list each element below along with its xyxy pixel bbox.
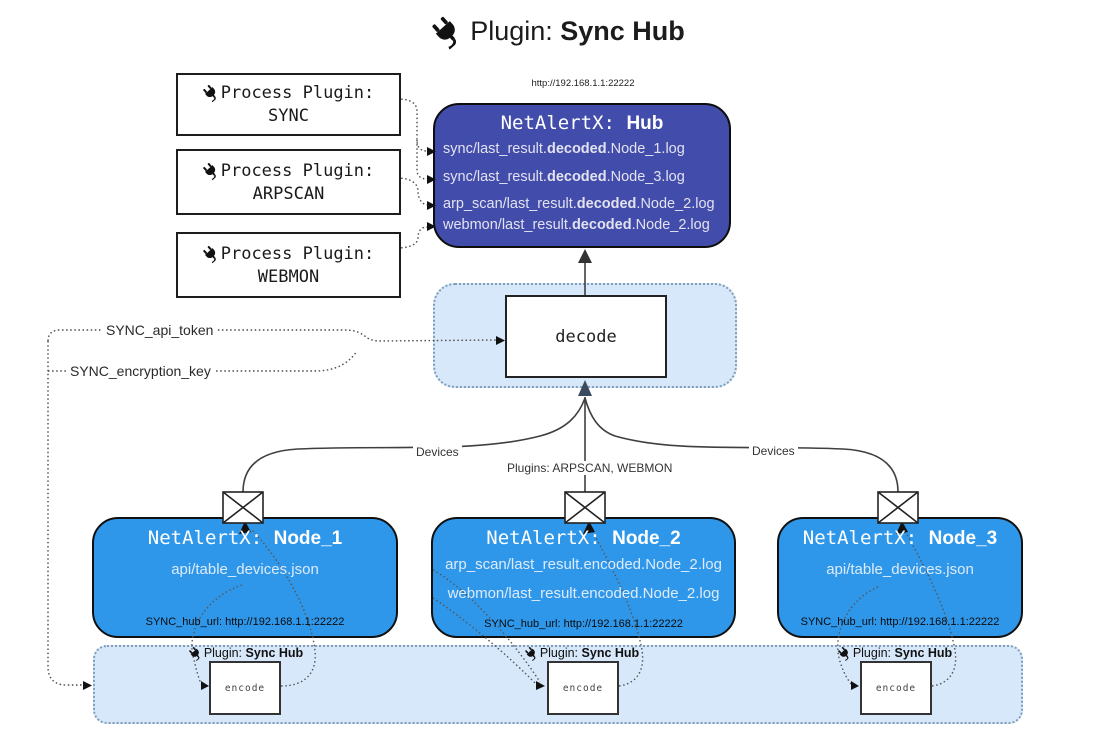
node1-box	[92, 517, 398, 638]
encode-label: encode	[875, 682, 917, 694]
page-title: Plugin: Sync Hub	[0, 16, 1117, 47]
encode-box: encode	[860, 661, 932, 715]
sync-encryption-key-label: SYNC_encryption_key	[67, 363, 214, 379]
node2-hub-url: SYNC_hub_url: http://192.168.1.1:22222	[484, 618, 683, 630]
encode-plugin-label: Plugin: Sync Hub	[502, 646, 662, 660]
process-plugin-label: Process Plugin:	[220, 243, 375, 264]
process-plugin-name: SYNC	[268, 106, 309, 126]
hub-box	[433, 103, 731, 248]
sync-api-token-label: SYNC_api_token	[103, 322, 217, 338]
plugin-to-hub-links	[396, 98, 428, 249]
node2-title: NetAlertX: Node_2	[486, 527, 681, 549]
node3-title: NetAlertX: Node_3	[802, 527, 998, 549]
encode-box: encode	[547, 661, 619, 715]
plug-icon	[426, 10, 468, 52]
encode-plugin-label: Plugin: Sync Hub	[815, 646, 975, 660]
hub-log-line: sync/last_result.decoded.Node_3.log	[443, 169, 685, 185]
plug-icon	[522, 644, 540, 662]
process-plugin-webmon-box: Process Plugin: WEBMON	[176, 232, 401, 298]
node3-box	[777, 517, 1023, 638]
process-plugin-sync-box: Process Plugin: SYNC	[176, 73, 401, 136]
plug-icon	[199, 82, 222, 105]
plug-icon	[186, 644, 204, 662]
plug-icon	[199, 159, 222, 182]
hub-title: NetAlertX: Hub	[500, 112, 664, 134]
encode-label: encode	[562, 682, 604, 694]
process-plugin-arpscan-box: Process Plugin: ARPSCAN	[176, 149, 401, 215]
node3-file: api/table_devices.json	[826, 561, 974, 578]
plug-icon	[835, 644, 853, 662]
node1-title: NetAlertX: Node_1	[147, 527, 343, 549]
hub-log-line: sync/last_result.decoded.Node_1.log	[443, 141, 685, 157]
node3-hub-url: SYNC_hub_url: http://192.168.1.1:22222	[800, 616, 1000, 628]
page-title-text: Plugin: Sync Hub	[470, 16, 685, 46]
process-plugin-name: ARPSCAN	[252, 183, 325, 204]
hub-url: http://192.168.1.1:22222	[531, 78, 635, 89]
edge-devices-right	[584, 397, 899, 493]
decode-label: decode	[555, 326, 617, 347]
decode-box: decode	[505, 295, 667, 378]
plugins-edge-label: Plugins: ARPSCAN, WEBMON	[504, 461, 676, 475]
devices-left-label: Devices	[413, 445, 462, 459]
process-plugin-name: WEBMON	[257, 266, 320, 287]
process-plugin-label: Process Plugin:	[220, 160, 375, 181]
plug-icon	[199, 242, 222, 265]
devices-right-label: Devices	[749, 444, 798, 458]
node1-hub-url: SYNC_hub_url: http://192.168.1.1:22222	[145, 616, 345, 628]
process-plugin-label: Process Plugin:	[220, 83, 375, 103]
encode-label: encode	[224, 682, 266, 694]
node1-file: api/table_devices.json	[171, 561, 319, 578]
encode-box: encode	[209, 661, 281, 715]
encode-plugin-label: Plugin: Sync Hub	[166, 646, 326, 660]
arrow-into-hub	[578, 249, 592, 263]
hub-log-line: arp_scan/last_result.decoded.Node_2.log	[443, 196, 715, 212]
node2-file: arp_scan/last_result.encoded.Node_2.log	[445, 556, 722, 573]
hub-log-line: webmon/last_result.decoded.Node_2.log	[443, 217, 710, 233]
node2-file: webmon/last_result.encoded.Node_2.log	[447, 585, 720, 602]
